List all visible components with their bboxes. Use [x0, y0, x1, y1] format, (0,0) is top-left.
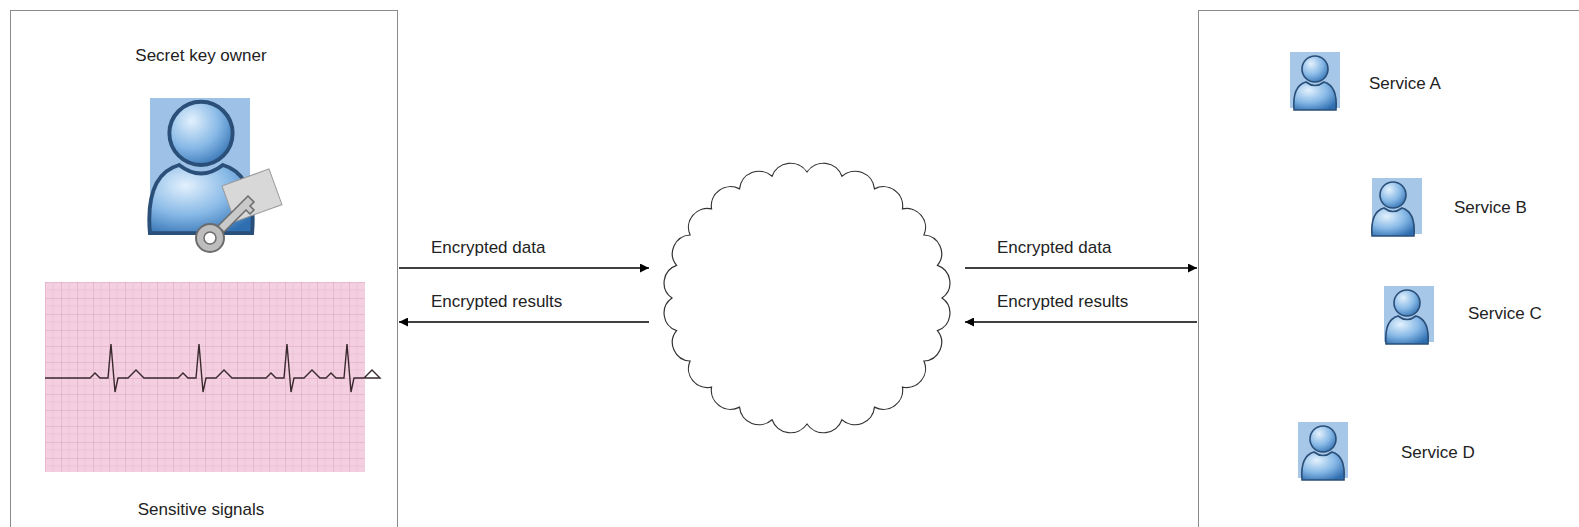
panel-text: Sensitive signals	[138, 500, 265, 520]
cloud-shape	[664, 163, 950, 433]
edge-label: Encrypted results	[429, 292, 564, 312]
services-panel: Service A Service B Service C Service D	[1198, 10, 1579, 527]
arrow-connector	[965, 321, 1197, 322]
edge-label: Encrypted results	[995, 292, 1130, 312]
panel-text: Secret key owner	[135, 46, 266, 66]
service-label: Service B	[1454, 198, 1527, 218]
ecg-signal	[45, 282, 380, 472]
service-icons	[1290, 52, 1434, 480]
service-label: Service C	[1468, 304, 1542, 324]
key-owner-panel: Secret key ownerSensitive signals	[10, 10, 398, 527]
service-label: Service A	[1369, 74, 1441, 94]
service-label: Service D	[1401, 443, 1475, 463]
network-cloud	[650, 150, 964, 446]
edge-label: Encrypted data	[429, 238, 547, 258]
key-owner-icon	[149, 98, 282, 252]
arrow-connector	[965, 267, 1197, 268]
edge-label: Encrypted data	[995, 238, 1113, 258]
arrow-connector	[399, 267, 649, 268]
arrow-connector	[399, 321, 649, 322]
cloud-outline	[650, 150, 964, 446]
